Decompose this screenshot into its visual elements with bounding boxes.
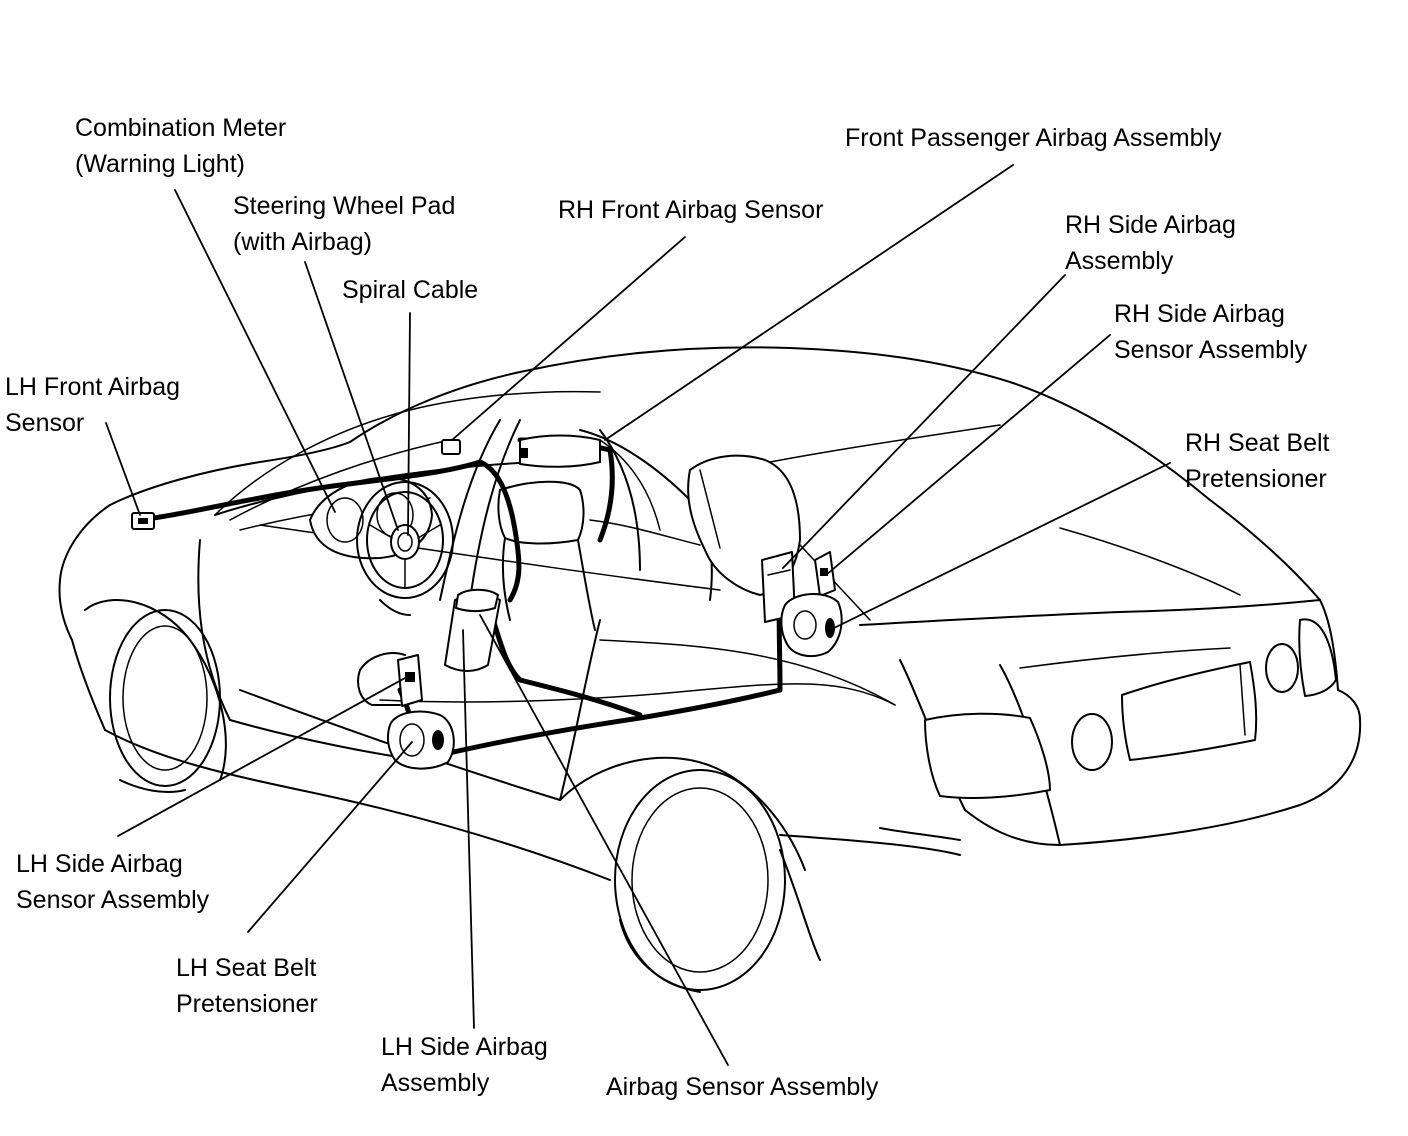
label-line: RH Side Airbag (1065, 211, 1236, 239)
label-line: Airbag Sensor Assembly (606, 1073, 879, 1101)
label-combination-meter: Combination Meter (Warning Light) (75, 110, 286, 182)
label-spiral-cable: Spiral Cable (342, 272, 478, 308)
label-line: RH Seat Belt (1185, 429, 1330, 457)
leader-airbag-sensor-assembly (479, 614, 729, 1066)
leader-rh-front-airbag-sensor (451, 236, 686, 441)
label-line: Pretensioner (1185, 465, 1327, 493)
label-line: Spiral Cable (342, 276, 479, 304)
label-line: Assembly (381, 1069, 490, 1097)
label-line: RH Side Airbag (1114, 300, 1285, 328)
label-line: Front Passenger Airbag Assembly (845, 124, 1222, 152)
label-line: Pretensioner (176, 990, 318, 1018)
leader-lines (105, 164, 1171, 1066)
label-rh-front-airbag-sensor: RH Front Airbag Sensor (558, 192, 823, 228)
label-rh-seat-belt-pretensioner: RH Seat Belt Pretensioner (1185, 425, 1330, 497)
leader-lh-front-airbag-sensor (105, 422, 141, 516)
label-lh-seat-belt-pretensioner: LH Seat Belt Pretensioner (176, 950, 318, 1022)
label-line: Sensor (5, 409, 85, 437)
label-airbag-sensor-assembly: Airbag Sensor Assembly (606, 1069, 878, 1105)
label-lh-side-airbag-sensor: LH Side Airbag Sensor Assembly (16, 846, 209, 918)
label-line: Combination Meter (75, 114, 287, 142)
leader-lh-side-airbag-assembly (462, 629, 475, 1029)
label-rh-side-airbag-assembly: RH Side Airbag Assembly (1065, 207, 1236, 279)
label-steering-wheel-pad: Steering Wheel Pad (with Airbag) (233, 188, 455, 260)
label-line: Assembly (1065, 247, 1174, 275)
label-front-passenger-airbag: Front Passenger Airbag Assembly (845, 120, 1222, 156)
label-rh-side-airbag-sensor: RH Side Airbag Sensor Assembly (1114, 296, 1307, 368)
label-line: (with Airbag) (233, 228, 372, 256)
leader-lh-side-airbag-sensor (117, 677, 406, 837)
label-line: Sensor Assembly (16, 886, 210, 914)
components (131, 434, 843, 770)
label-line: LH Side Airbag (381, 1033, 548, 1061)
leader-front-passenger-airbag (604, 164, 1014, 441)
label-line: LH Seat Belt (176, 954, 317, 982)
leader-rh-side-airbag-assembly (782, 274, 1066, 569)
leader-steering-wheel-pad (304, 261, 399, 531)
label-line: Steering Wheel Pad (233, 192, 456, 220)
leader-combination-meter (174, 189, 336, 513)
leader-rh-side-airbag-sensor (825, 334, 1111, 576)
label-lh-front-airbag-sensor: LH Front Airbag Sensor (5, 369, 180, 441)
label-line: Sensor Assembly (1114, 336, 1308, 364)
label-line: RH Front Airbag Sensor (558, 196, 824, 224)
label-line: LH Front Airbag (5, 373, 181, 401)
label-line: (Warning Light) (75, 150, 245, 178)
car-body (58, 346, 1362, 993)
leader-lh-seat-belt-pretensioner (247, 741, 413, 933)
leader-rh-seat-belt-pretensioner (829, 462, 1171, 631)
label-lh-side-airbag-assembly: LH Side Airbag Assembly (381, 1029, 548, 1101)
interior (214, 454, 801, 706)
leader-spiral-cable (407, 312, 411, 536)
label-line: LH Side Airbag (16, 850, 183, 878)
